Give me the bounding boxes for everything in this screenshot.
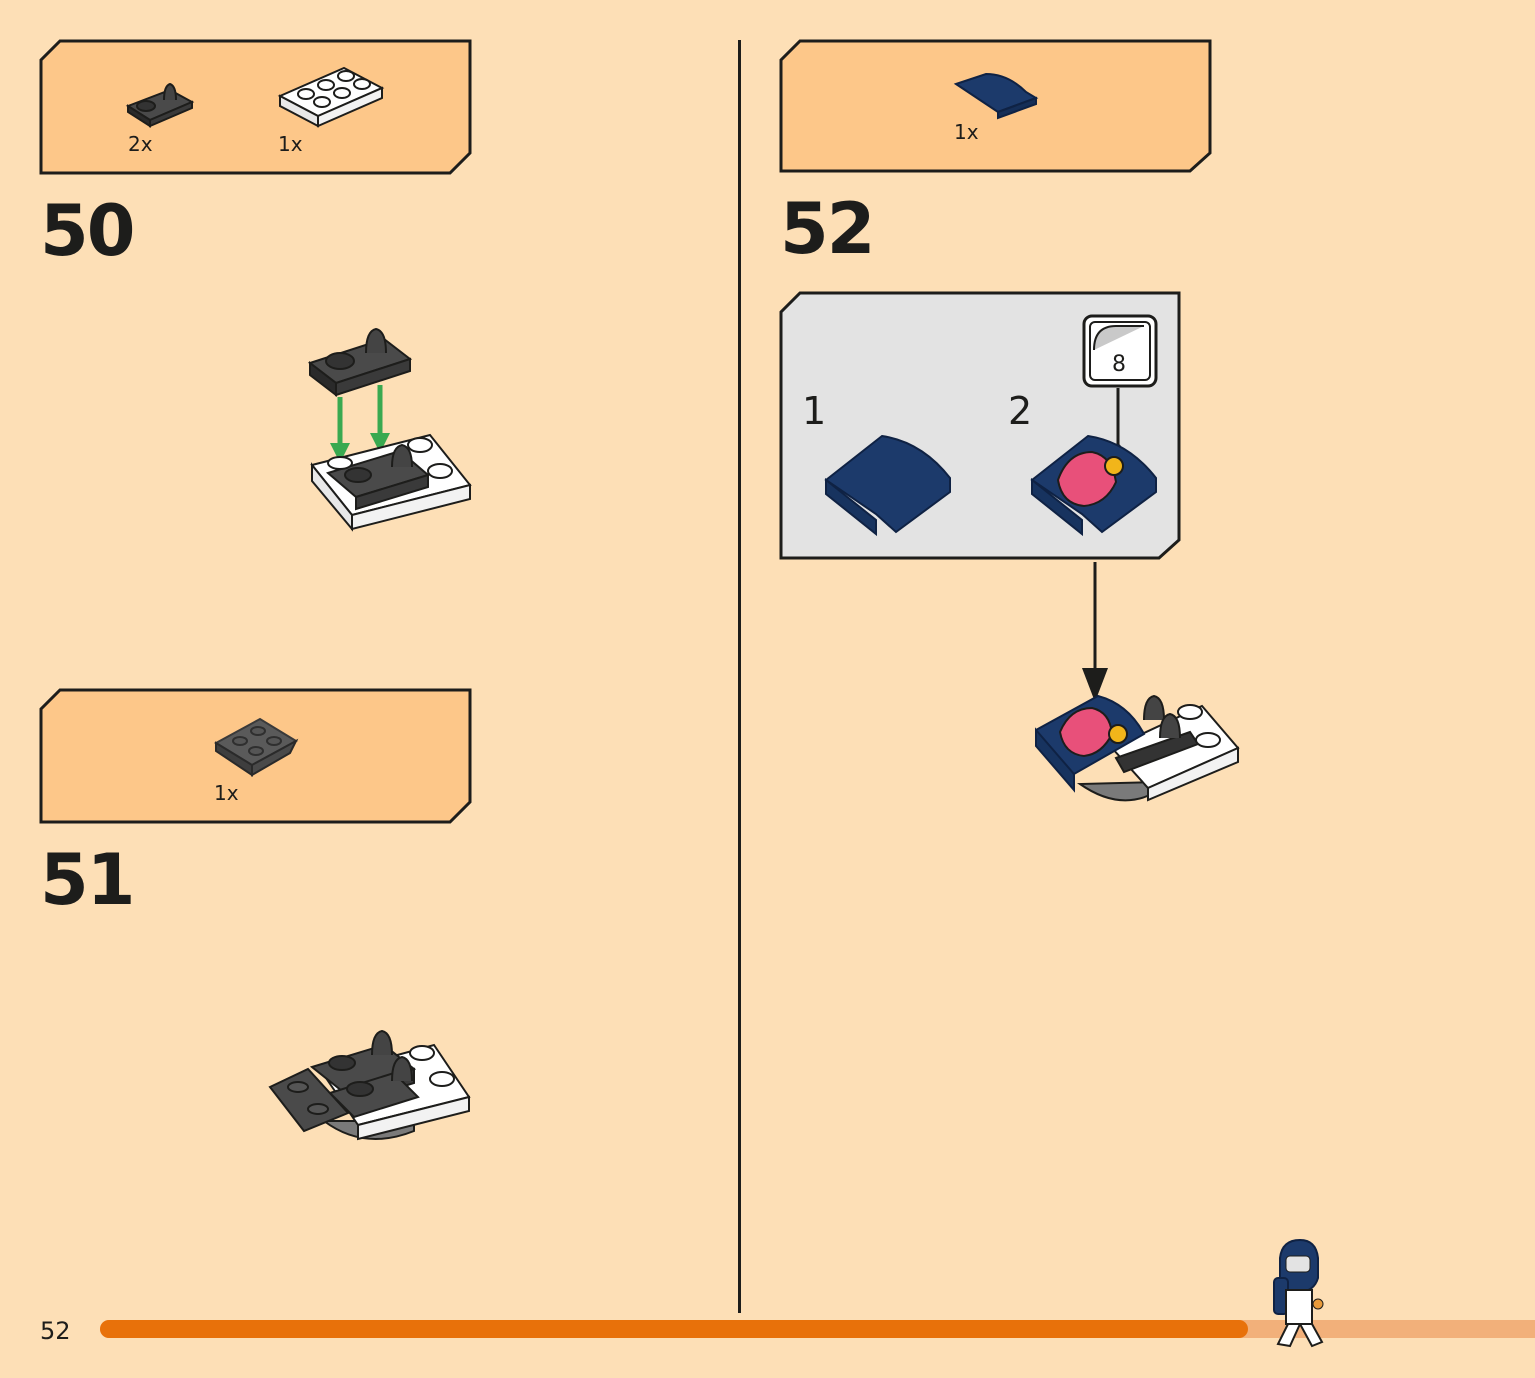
part-qty: 1x	[278, 132, 303, 156]
sticker-number: 8	[1112, 352, 1126, 377]
part-qty: 1x	[214, 781, 239, 805]
step-52-assembly-illustration	[1035, 694, 1240, 802]
progress-bar	[100, 1320, 1535, 1338]
sticker-callout: 8	[1082, 314, 1158, 388]
column-divider	[738, 40, 741, 1313]
blue-curved-slope-icon	[953, 72, 1039, 120]
step-51-parts-box: 1x	[38, 687, 474, 827]
sub-step-number: 2	[1008, 389, 1033, 433]
minifigure-runner-icon	[1273, 1238, 1324, 1348]
step-50-assembly-illustration	[307, 327, 472, 532]
step-number: 51	[40, 839, 135, 921]
sub-step-box: 1 2 8	[778, 290, 1183, 562]
blue-curved-slope-icon	[824, 434, 951, 537]
decorated-blue-slope-icon	[1030, 434, 1157, 537]
sub-step-number: 1	[802, 389, 827, 433]
step-51-assembly-illustration	[268, 1029, 471, 1141]
parts-box-frame	[39, 39, 472, 175]
step-50-parts-box: 2x 1x	[38, 38, 474, 178]
down-arrow-icon	[1082, 562, 1108, 702]
step-52-parts-box: 1x	[778, 38, 1214, 176]
page-number: 52	[40, 1317, 71, 1345]
step-number: 52	[780, 188, 875, 270]
white-plate-2x3-icon	[277, 66, 385, 128]
part-qty: 1x	[954, 120, 979, 144]
step-number: 50	[40, 190, 135, 272]
progress-fill	[100, 1320, 1248, 1338]
dark-clip-plate-icon	[125, 82, 195, 128]
dark-inverted-slope-icon	[214, 717, 299, 777]
sticker-sheet-icon	[1082, 314, 1158, 388]
part-qty: 2x	[128, 132, 153, 156]
